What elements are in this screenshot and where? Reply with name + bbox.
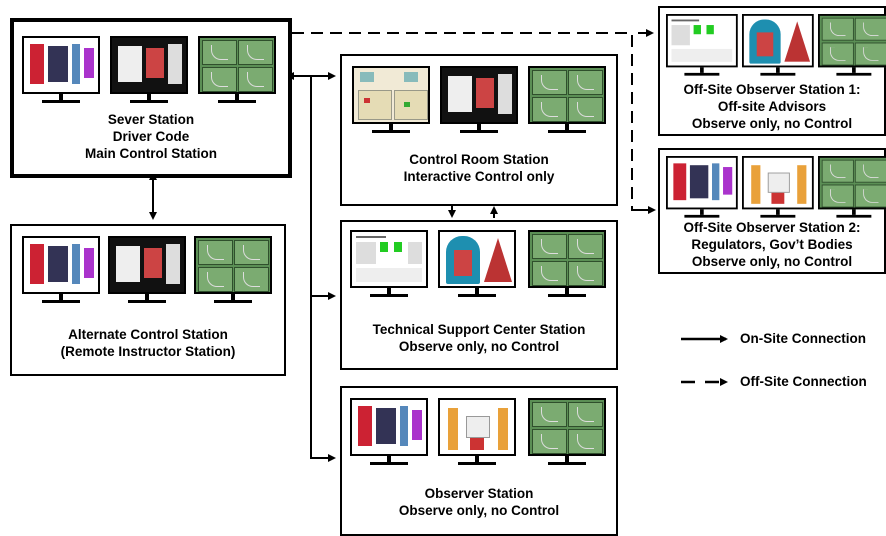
station-role: Main Control Station	[85, 146, 217, 161]
station-subtitle: Interactive Control only	[403, 169, 555, 184]
monitor	[440, 66, 518, 134]
station-title: Control Room Station	[409, 152, 549, 167]
plant-schematic-screen	[666, 156, 738, 210]
monitor	[438, 398, 516, 466]
station-role: Observe only, no Control	[691, 116, 853, 131]
monitor	[666, 14, 738, 77]
station-subtitle: Off-site Advisors	[717, 99, 827, 114]
system-diagram-screen	[108, 236, 186, 294]
server-station: Sever Station Driver Code Main Control S…	[10, 18, 292, 178]
monitor	[198, 36, 276, 104]
station-subtitle: Driver Code	[112, 129, 190, 144]
monitor	[352, 66, 430, 134]
station-role: Observe only, no Control	[691, 254, 853, 269]
monitor	[742, 14, 814, 77]
control-room-station: Control Room Station Interactive Control…	[340, 54, 618, 206]
observer-station: Observer Station Observe only, no Contro…	[340, 386, 618, 536]
loop-diagram-screen	[438, 398, 516, 456]
arrow-offsite-1	[292, 32, 650, 211]
monitor	[666, 156, 738, 219]
arrow-server-observer	[310, 296, 336, 462]
station-title: Off-Site Observer Station 2:	[683, 220, 861, 235]
trend-screen	[528, 66, 606, 124]
data-table-screen	[666, 14, 738, 68]
monitor	[818, 14, 886, 77]
monitor	[350, 398, 428, 466]
loop-diagram-screen	[742, 156, 814, 210]
system-diagram-screen	[440, 66, 518, 124]
arrow-server-tsc	[310, 76, 336, 300]
monitor	[742, 156, 814, 219]
monitor	[438, 230, 516, 298]
control-panel-screen	[352, 66, 430, 124]
station-subtitle: Regulators, Gov’t Bodies	[691, 237, 853, 252]
station-subtitle: Observe only, no Control	[398, 339, 560, 354]
station-title: Sever Station	[107, 112, 195, 127]
alternate-station: Alternate Control Station (Remote Instru…	[10, 224, 286, 376]
data-table-screen	[350, 230, 428, 288]
monitor	[194, 236, 272, 304]
station-subtitle: (Remote Instructor Station)	[60, 344, 236, 359]
tsc-station: Technical Support Center Station Observe…	[340, 220, 618, 370]
station-title: Technical Support Center Station	[372, 322, 586, 337]
monitor	[528, 398, 606, 466]
reactor-view-screen	[438, 230, 516, 288]
trend-screen	[528, 398, 606, 456]
station-title: Off-Site Observer Station 1:	[683, 82, 861, 97]
legend-offsite-label: Off-Site Connection	[740, 374, 867, 389]
station-subtitle: Observe only, no Control	[398, 503, 560, 518]
monitor	[22, 36, 100, 104]
plant-schematic-screen	[22, 236, 100, 294]
offsite-station-2: Off-Site Observer Station 2: Regulators,…	[658, 148, 886, 274]
trend-screen	[528, 230, 606, 288]
legend-onsite-label: On-Site Connection	[740, 331, 866, 346]
plant-schematic-screen	[22, 36, 100, 94]
monitor	[818, 156, 886, 219]
plant-schematic-screen	[350, 398, 428, 456]
station-title: Alternate Control Station	[68, 327, 228, 342]
reactor-view-screen	[742, 14, 814, 68]
monitor	[110, 36, 188, 104]
monitor	[528, 66, 606, 134]
trend-screen	[818, 156, 886, 210]
offsite-station-1: Off-Site Observer Station 1: Off-site Ad…	[658, 6, 886, 136]
monitor	[22, 236, 100, 304]
monitor	[528, 230, 606, 298]
monitor	[108, 236, 186, 304]
station-title: Observer Station	[424, 486, 534, 501]
trend-screen	[818, 14, 886, 68]
trend-screen	[198, 36, 276, 94]
monitor	[350, 230, 428, 298]
system-diagram-screen	[110, 36, 188, 94]
trend-screen	[194, 236, 272, 294]
